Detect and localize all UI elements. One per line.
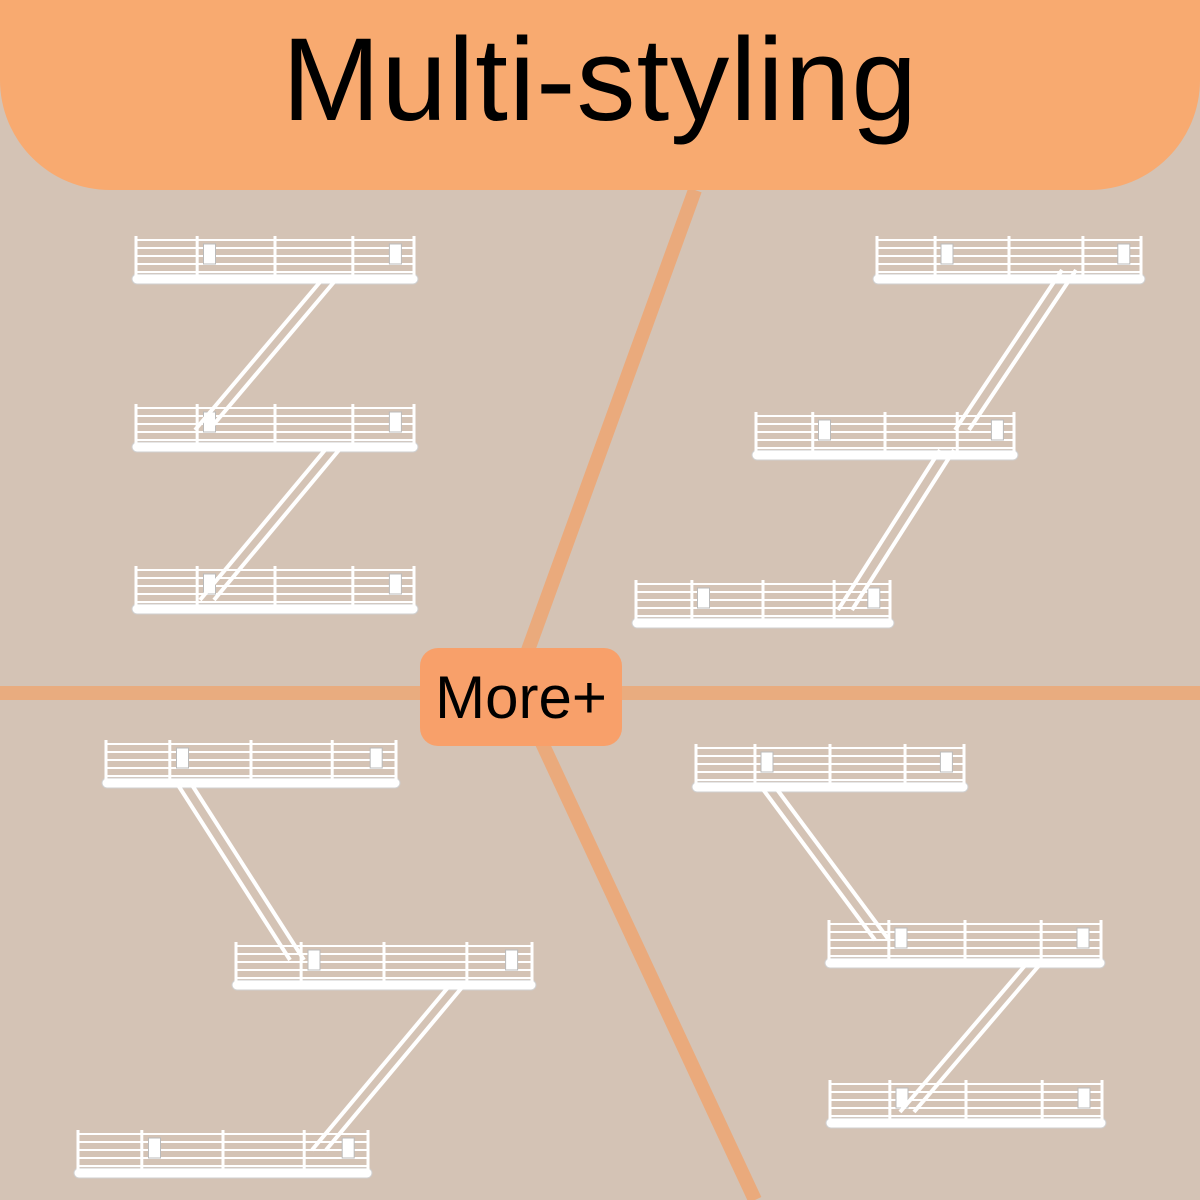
shelf-style3-middle [231,942,537,991]
connector-style4-upper [760,786,891,942]
connector-rail [324,983,466,1152]
shelf-style4-top [691,744,969,793]
mount-plate [894,927,908,949]
connector-style2-upper [953,268,1078,432]
mount-plate [939,751,953,773]
banner-title: Multi-styling [282,14,918,146]
mount-plate [505,949,519,971]
connector-rail [836,448,942,612]
diagonal-divider-top [508,187,702,689]
connector-style1-upper [193,280,336,432]
shelf-style2-top [872,236,1146,285]
more-button[interactable]: More+ [420,648,622,746]
shelf-style4-middle [824,920,1106,969]
connector-rail [310,983,452,1152]
shelf-style2-middle [751,412,1019,461]
connector-rail [850,448,956,612]
mount-plate [388,573,402,595]
connector-rail [912,960,1044,1114]
mount-plate [341,1137,355,1159]
mount-plate [1076,927,1090,949]
title-banner: Multi-styling [0,0,1200,190]
mount-plate [388,411,402,433]
shelf-style4-bottom [825,1080,1107,1129]
shelf-style3-bottom [73,1130,373,1179]
connector-style2-lower [836,448,956,612]
mount-plate [148,1137,161,1159]
connector-rail [212,448,341,602]
connector-rail [176,783,292,962]
mount-plate [307,949,321,971]
mount-plate [990,419,1004,441]
mount-plate [1117,243,1131,265]
shelf-style1-middle [131,404,419,453]
mount-plate [867,587,881,609]
connector-style4-lower [898,960,1044,1114]
shelf-style1-bottom [131,566,419,615]
mount-plate [940,243,954,265]
mount-plate [760,751,774,773]
connector-style3-upper [176,783,306,962]
connector-rail [193,280,322,432]
mount-plate [818,419,831,441]
shelf-style3-top [101,740,401,789]
connector-style3-lower [310,983,466,1152]
connector-style1-lower [198,448,341,602]
shelf-style2-bottom [631,580,895,629]
connector-rail [760,786,877,942]
connector-rail [198,448,327,602]
mount-plate [203,243,216,265]
connector-rail [967,268,1078,432]
shelf-style1-top [131,236,419,285]
mount-plate [697,587,710,609]
connector-rail [953,268,1064,432]
connector-rail [898,960,1030,1114]
shelf-illustrations [73,236,1146,1179]
connector-rail [190,783,306,962]
connector-rail [207,280,336,432]
mount-plate [1077,1087,1091,1109]
mount-plate [176,747,189,769]
connector-rail [774,786,891,942]
mount-plate [388,243,402,265]
mount-plate [369,747,383,769]
diagonal-divider-bottom [515,697,762,1200]
